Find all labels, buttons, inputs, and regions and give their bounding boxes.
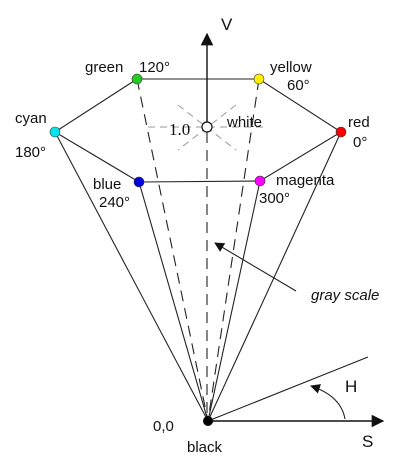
cone-edge-magenta: [207, 180, 261, 422]
hue-arc-arrow: [310, 384, 346, 420]
label-magenta-name: magenta: [276, 172, 335, 189]
label-blue-angle: 240°: [99, 194, 130, 211]
black-name-label: black: [187, 439, 223, 456]
vertex-dot-cyan: [49, 126, 61, 138]
label-cyan-angle: 180°: [15, 144, 46, 161]
origin-value-label: 0,0: [153, 418, 174, 435]
white-point-dot: [201, 121, 213, 133]
label-green-angle: 120°: [139, 59, 170, 76]
vertex-dot-red: [335, 126, 347, 138]
cone-edge-green-hidden: [136, 78, 209, 422]
white-value-label: 1.0: [169, 120, 190, 139]
vertex-dot-blue: [133, 176, 145, 188]
label-magenta-angle: 300°: [259, 190, 290, 207]
gray-scale-label: gray scale: [311, 287, 379, 304]
s-axis-label: S: [362, 432, 373, 451]
vertex-dot-magenta: [254, 175, 266, 187]
label-yellow-angle: 60°: [287, 77, 310, 94]
cone-edge-red: [207, 131, 342, 422]
h-axis-label: H: [345, 377, 357, 396]
label-cyan-name: cyan: [15, 110, 47, 127]
label-green-name: green: [85, 59, 123, 76]
white-name-label: white: [226, 114, 262, 131]
cone-edge-blue: [138, 181, 209, 422]
gray-scale-pointer-arrow: [214, 242, 297, 292]
cone-edge-cyan: [54, 131, 209, 422]
v-axis-label: V: [221, 15, 233, 34]
hexagon-outline: [53, 78, 343, 183]
cone-edge-yellow-hidden: [207, 78, 260, 422]
label-yellow-name: yellow: [270, 59, 312, 76]
black-origin-dot: [203, 416, 213, 426]
hue-reference-line: [207, 356, 369, 422]
vertex-dot-yellow: [253, 73, 265, 85]
label-red-name: red: [348, 114, 370, 131]
label-red-angle: 0°: [353, 134, 367, 151]
vertex-dot-green: [131, 73, 143, 85]
label-blue-name: blue: [93, 176, 121, 193]
